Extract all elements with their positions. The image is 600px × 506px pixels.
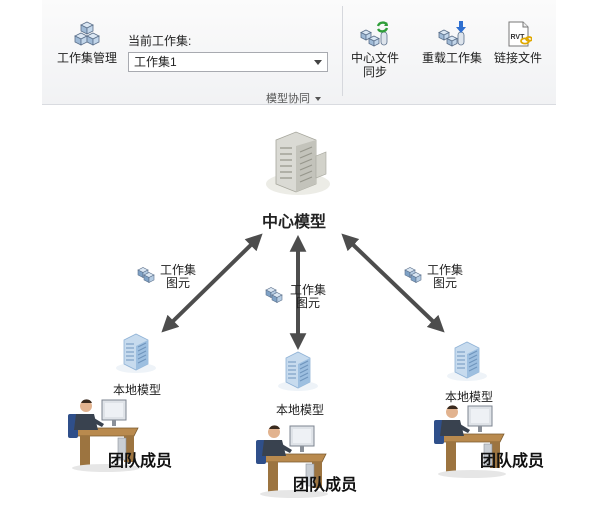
workset-element-label-left: 工作集 图元 xyxy=(160,264,196,290)
local-model-building-left xyxy=(115,333,157,374)
workset-element-line1: 工作集 xyxy=(427,263,464,277)
workset-element-line1: 工作集 xyxy=(160,263,197,277)
workset-element-label-right: 工作集 图元 xyxy=(427,264,463,290)
collaborate-group[interactable]: 模型协同 xyxy=(266,90,321,106)
central-model-label: 中心模型 xyxy=(262,214,327,231)
workset-manage-button[interactable]: 工作集管理 xyxy=(54,20,120,65)
sync-label-line2: 同步 xyxy=(362,65,387,79)
sync-with-central-button[interactable]: 中心文件 同步 xyxy=(346,20,404,79)
arrow-right xyxy=(341,233,445,333)
current-workset-label: 当前工作集: xyxy=(128,34,192,48)
ribbon-separator xyxy=(342,6,343,96)
workset-element-line2: 图元 xyxy=(166,276,191,290)
reload-worksets-label: 重载工作集 xyxy=(421,51,482,65)
workset-element-icon-center xyxy=(265,287,283,303)
dropdown-arrow-icon xyxy=(315,97,321,102)
arrow-left xyxy=(161,233,263,333)
collaborate-group-label: 模型协同 xyxy=(266,93,310,105)
cubes-icon xyxy=(74,21,100,46)
local-model-label-center: 本地模型 xyxy=(276,403,325,417)
sync-label-line1: 中心文件 xyxy=(350,51,399,65)
local-model-building-right xyxy=(446,341,488,382)
current-workset-value: 工作集1 xyxy=(134,55,177,69)
link-file-label: 链接文件 xyxy=(493,51,542,65)
workset-element-line2: 图元 xyxy=(296,296,321,310)
link-file-button[interactable]: RVT 链接文件 xyxy=(490,20,546,65)
local-model-building-center xyxy=(277,351,319,392)
ribbon-panel: 工作集管理 当前工作集: 工作集1 中心文件 同步 xyxy=(42,0,556,105)
team-member-label-center: 团队成员 xyxy=(293,477,358,494)
current-workset-select[interactable]: 工作集1 xyxy=(128,52,328,72)
local-model-label-left: 本地模型 xyxy=(113,383,162,397)
workset-element-icon-right xyxy=(404,267,422,283)
chevron-down-icon xyxy=(314,60,322,65)
central-model-building xyxy=(266,131,330,195)
reload-icon xyxy=(438,21,466,47)
local-model-label-right: 本地模型 xyxy=(445,390,494,404)
rvt-badge: RVT xyxy=(511,34,526,41)
sync-icon xyxy=(360,21,389,47)
workset-element-icon-left xyxy=(137,267,155,283)
reload-worksets-button[interactable]: 重载工作集 xyxy=(418,20,486,65)
workset-element-line2: 图元 xyxy=(433,276,458,290)
rvt-link-icon: RVT xyxy=(508,21,532,47)
workset-manage-label: 工作集管理 xyxy=(56,51,117,65)
team-member-label-left: 团队成员 xyxy=(108,453,173,470)
workset-element-line1: 工作集 xyxy=(290,283,327,297)
team-member-label-right: 团队成员 xyxy=(480,453,545,470)
workset-element-label-center: 工作集 图元 xyxy=(290,284,326,310)
